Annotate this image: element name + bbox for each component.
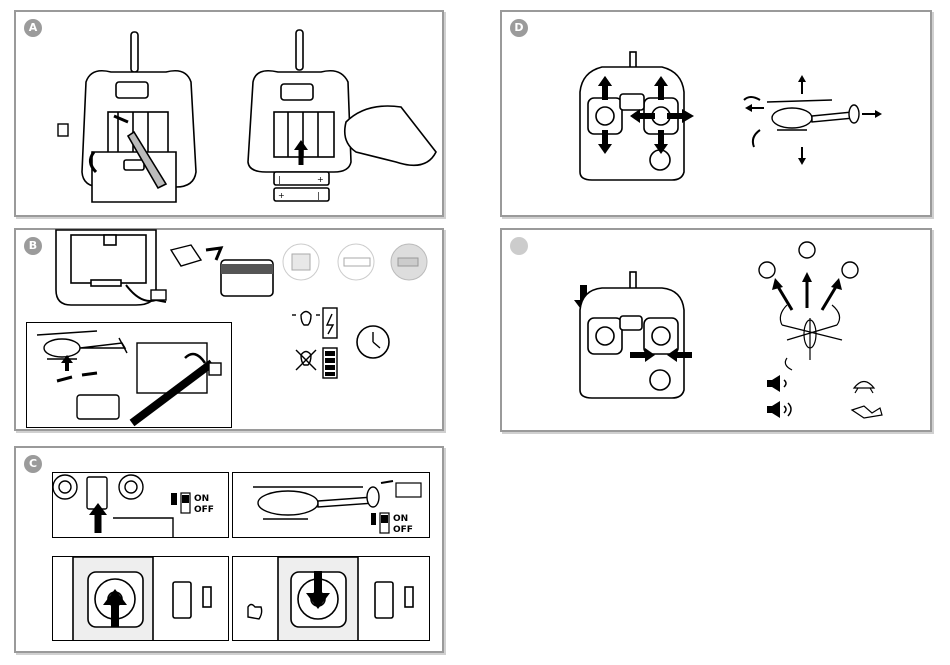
helicopter-icon bbox=[253, 487, 379, 519]
hand-icon bbox=[345, 106, 436, 165]
controller-back-batteries bbox=[248, 30, 351, 201]
battery-charging-icon bbox=[323, 308, 337, 338]
panel-c: C ON OFF bbox=[14, 446, 444, 653]
svg-text:|: | bbox=[278, 175, 281, 184]
panel-a: A | + + | bbox=[14, 10, 444, 217]
switch-off-label-2: OFF bbox=[393, 525, 413, 535]
thumbs-up-icon bbox=[248, 605, 262, 620]
controller-back-open bbox=[82, 32, 196, 202]
b-inset-helicopter bbox=[26, 322, 232, 428]
c-inset-throttle-down bbox=[232, 556, 430, 641]
screw-icon bbox=[58, 124, 68, 136]
speaker-high-icon bbox=[767, 401, 780, 418]
svg-text:+: + bbox=[278, 191, 285, 200]
panel-e bbox=[500, 228, 932, 432]
switch-on-label: ON bbox=[194, 494, 209, 504]
remote-controller bbox=[580, 272, 684, 398]
switch-on-label-2: ON bbox=[393, 514, 408, 524]
panel-c-badge: C bbox=[24, 455, 42, 473]
helicopter-icon bbox=[767, 100, 859, 130]
screw-icon bbox=[209, 363, 221, 375]
happy-face-icon bbox=[799, 242, 815, 258]
sad-face-icon bbox=[759, 262, 775, 278]
panel-b: B bbox=[14, 228, 444, 431]
svg-text:+: + bbox=[317, 175, 324, 184]
rotating-helicopter-icon bbox=[780, 305, 842, 370]
plug-icon bbox=[171, 245, 201, 266]
panel-d-illustration bbox=[502, 12, 934, 219]
switch-off-label: OFF bbox=[194, 505, 214, 515]
bulb-on-icon bbox=[301, 312, 311, 326]
sad-face-icon-2 bbox=[842, 262, 858, 278]
rabbit-icon bbox=[852, 406, 882, 418]
charger-box bbox=[56, 230, 156, 305]
panel-a-illustration: | + + | bbox=[16, 12, 446, 219]
helicopter-icon bbox=[37, 331, 127, 359]
panel-d: D bbox=[500, 10, 932, 217]
turtle-icon bbox=[854, 382, 874, 394]
speaker-low-icon bbox=[767, 375, 780, 392]
svg-text:|: | bbox=[317, 191, 320, 200]
c-inset-helicopter-switch: ON OFF bbox=[232, 472, 430, 538]
panel-e-illustration bbox=[502, 230, 934, 434]
c-inset-throttle-up bbox=[52, 556, 229, 641]
c-inset-controller-switch: ON OFF bbox=[52, 472, 229, 538]
